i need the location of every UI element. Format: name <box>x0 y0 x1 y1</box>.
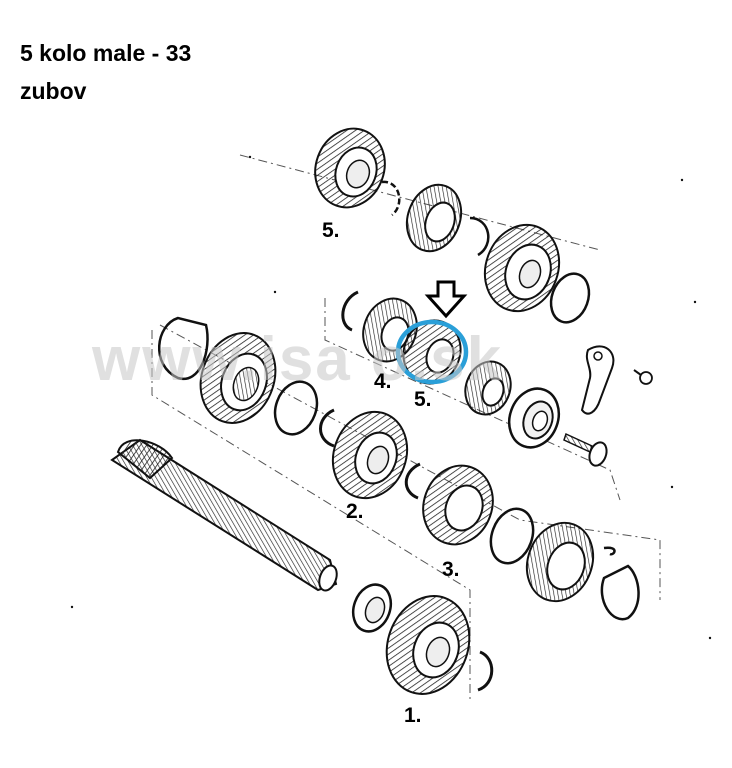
title-line-1: 5 kolo male - 33 <box>20 40 192 66</box>
large-bolt <box>563 432 608 467</box>
main-shaft <box>110 438 338 592</box>
retaining-plate <box>580 345 615 415</box>
gear-4-large <box>199 332 277 424</box>
snap-ring-top-1 <box>381 180 401 216</box>
snap-ring-mid-1 <box>341 290 359 332</box>
highlight-circle <box>395 319 469 385</box>
stray-dots <box>70 155 712 640</box>
watermark-text: www.isa o.sk <box>91 325 503 394</box>
label-gear-3: 3. <box>442 558 460 581</box>
page-title: 5 kolo male - 33 zubov <box>20 34 191 110</box>
snap-ring-gear-1 <box>477 650 494 692</box>
ring-seal-right <box>600 564 640 621</box>
gear-1 <box>385 595 471 695</box>
small-bolt <box>633 369 653 385</box>
synchro-ring-right <box>525 521 595 603</box>
gear-5-driven-top <box>483 223 561 313</box>
title-line-2: zubov <box>20 78 87 104</box>
gear-5-small-highlighted <box>402 319 462 385</box>
ring-seal-left <box>158 316 209 381</box>
ring-washer-left <box>273 380 319 436</box>
snap-ring-right <box>603 546 616 556</box>
label-gear-2: 2. <box>346 500 364 523</box>
gear-small-mid-right <box>464 360 512 416</box>
down-arrow-icon <box>424 280 468 319</box>
label-gear-5-top: 5. <box>322 219 340 242</box>
ring-washer-top <box>549 272 591 324</box>
label-gear-4: 4. <box>374 370 392 393</box>
bearing-small-gear-1 <box>351 583 393 633</box>
snap-ring-mid-2 <box>319 408 335 448</box>
gear-5-top <box>314 127 386 209</box>
label-gear-1: 1. <box>404 704 422 727</box>
gear-2 <box>331 410 409 500</box>
gear-3 <box>422 464 494 546</box>
synchro-hub-top <box>405 183 463 253</box>
snap-ring-top-2 <box>469 216 490 257</box>
ring-washer-right <box>489 507 535 565</box>
snap-ring-mid-3 <box>404 462 421 500</box>
bearing-mid <box>507 387 561 449</box>
label-gear-5-mid: 5. <box>414 388 432 411</box>
